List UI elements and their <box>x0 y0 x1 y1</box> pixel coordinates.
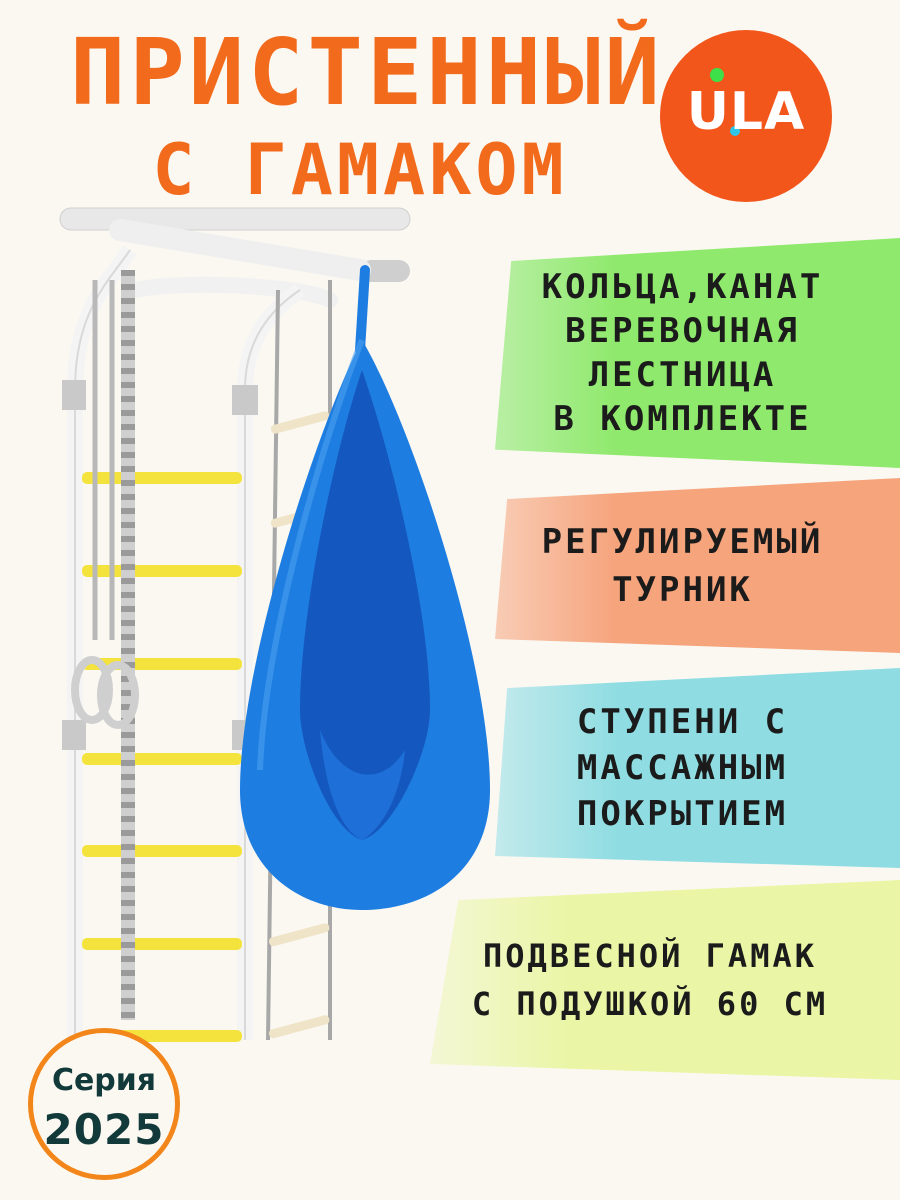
feature-3-line-2: МАССАЖНЫМ <box>576 748 789 788</box>
feature-banner-1: КОЛЬЦА,КАНАТ ВЕРЕВОЧНАЯ ЛЕСТНИЦА В КОМПЛ… <box>495 238 900 468</box>
series-badge: Серия 2025 <box>28 1028 180 1180</box>
title-line-1: ПРИСТЕННЫЙ <box>70 19 664 126</box>
feature-1-line-3: ЛЕСТНИЦА <box>588 355 777 395</box>
logo-blue-dot <box>730 126 740 136</box>
feature-3-line-1: СТУПЕНИ С <box>576 702 789 742</box>
wall-bar-rungs <box>82 472 242 1042</box>
feature-3-line-3: ПОКРЫТИЕМ <box>576 794 789 834</box>
logo-text: ULA <box>686 82 806 142</box>
left-frame <box>62 245 137 1040</box>
feature-banner-3: СТУПЕНИ С МАССАЖНЫМ ПОКРЫТИЕМ <box>495 668 900 868</box>
product-illustration <box>59 207 490 1042</box>
feature-banner-2: РЕГУЛИРУЕМЫЙ ТУРНИК <box>495 478 900 653</box>
feature-4-line-1: ПОДВЕСНОЙ ГАМАК <box>483 937 817 975</box>
hammock-pod <box>240 265 490 910</box>
gymnastic-rings <box>71 280 139 729</box>
feature-1-line-1: КОЛЬЦА,КАНАТ <box>541 267 824 307</box>
series-badge-label: Серия <box>51 1063 157 1098</box>
brand-logo: ULA <box>660 30 832 202</box>
feature-2-line-1: РЕГУЛИРУЕМЫЙ <box>541 521 824 562</box>
feature-1-line-2: ВЕРЕВОЧНАЯ <box>565 311 800 351</box>
feature-2-line-2: ТУРНИК <box>612 569 753 610</box>
feature-4-line-2: С ПОДУШКОЙ 60 СМ <box>471 985 829 1023</box>
pull-up-bar <box>59 207 411 308</box>
logo-green-dot <box>710 68 724 82</box>
feature-banner-4: ПОДВЕСНОЙ ГАМАК С ПОДУШКОЙ 60 СМ <box>430 880 900 1080</box>
series-badge-year: 2025 <box>43 1105 165 1154</box>
title-line-2: С ГАМАКОМ <box>152 129 568 211</box>
feature-1-line-4: В КОМПЛЕКТЕ <box>553 399 812 439</box>
